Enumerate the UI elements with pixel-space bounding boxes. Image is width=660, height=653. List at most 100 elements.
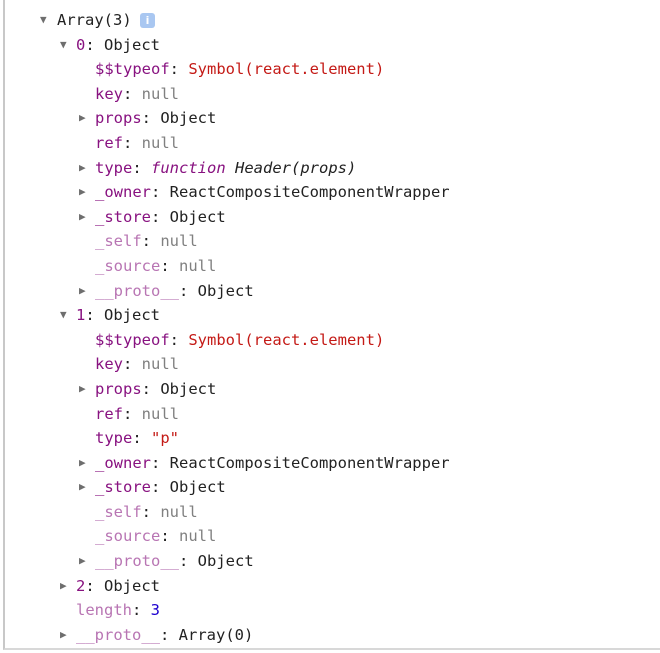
property: _owner: ReactCompositeComponentWrapper (95, 180, 450, 205)
collapsed-triangle-icon[interactable]: ▶ (79, 209, 86, 223)
property-key: _owner (95, 453, 151, 472)
collapsed-triangle-icon[interactable]: ▶ (79, 185, 86, 199)
property: _source: null (95, 524, 216, 549)
separator: : (169, 330, 189, 349)
property-value: "p" (151, 429, 179, 448)
separator: : (151, 453, 170, 472)
property: length: 3 (76, 598, 160, 623)
property-value: null (179, 527, 217, 546)
collapsed-triangle-icon[interactable]: ▶ (79, 480, 86, 494)
property: type: "p" (95, 426, 179, 451)
property-value: null (141, 84, 179, 103)
property-key: ref (95, 133, 123, 152)
property-value: Object (197, 552, 254, 571)
separator: : (85, 306, 105, 325)
property-key: _source (95, 527, 161, 546)
property: 1: Object (76, 303, 160, 328)
property-value: Object (169, 207, 226, 226)
property-value: Object (104, 306, 161, 325)
property-value: Object (104, 35, 161, 54)
property-key: props (95, 379, 142, 398)
property-key: _store (95, 207, 151, 226)
property-value: ReactCompositeComponentWrapper (169, 183, 450, 202)
property-value: Object (160, 109, 217, 128)
property-value: 3 (150, 601, 161, 620)
collapsed-triangle-icon[interactable]: ▶ (79, 554, 86, 568)
property-key: $$typeof (95, 60, 170, 79)
separator: : (85, 576, 105, 595)
property-key: type (95, 429, 133, 448)
separator: : (123, 355, 142, 374)
property-value: Symbol(react.element) (188, 330, 385, 349)
property-key: ref (95, 404, 123, 423)
property-value: ReactCompositeComponentWrapper (169, 453, 450, 472)
function-signature: Header(props) (235, 158, 357, 177)
function-keyword: function (151, 158, 226, 177)
separator: : (179, 552, 198, 571)
property: _self: null (95, 500, 198, 525)
collapsed-triangle-icon[interactable]: ▶ (79, 381, 86, 395)
array-label: Array(3) (57, 11, 132, 29)
collapsed-triangle-icon[interactable]: ▶ (79, 160, 86, 174)
property-value: Object (104, 576, 161, 595)
separator: : (123, 404, 142, 423)
expanded-triangle-icon[interactable]: ▼ (40, 13, 47, 26)
property: 0: Object (76, 33, 160, 58)
property-key: _store (95, 478, 151, 497)
property-key: _owner (95, 183, 151, 202)
property: props: Object (95, 106, 216, 131)
property-value: function Header(props) (151, 159, 356, 177)
separator: : (141, 109, 161, 128)
expanded-triangle-icon[interactable]: ▼ (60, 308, 67, 322)
property-key: 1 (76, 306, 86, 325)
separator: : (141, 232, 161, 251)
property-value: null (141, 133, 179, 152)
separator: : (123, 133, 142, 152)
property-value: Object (160, 379, 217, 398)
separator: : (151, 183, 170, 202)
property-key: _source (95, 256, 161, 275)
property: ref: null (95, 402, 179, 427)
collapsed-triangle-icon[interactable]: ▶ (60, 627, 67, 641)
info-icon[interactable]: i (140, 13, 155, 28)
property-value: Symbol(react.element) (188, 60, 385, 79)
collapsed-triangle-icon[interactable]: ▶ (79, 455, 86, 469)
property: __proto__: Array(0) (76, 623, 253, 648)
collapsed-triangle-icon[interactable]: ▶ (79, 283, 86, 297)
separator: : (169, 60, 189, 79)
collapsed-triangle-icon[interactable]: ▶ (79, 111, 86, 125)
separator: : (132, 429, 151, 448)
property-key: 0 (76, 35, 86, 54)
collapsed-triangle-icon[interactable]: ▶ (60, 578, 67, 592)
separator: : (85, 35, 105, 54)
property-key: __proto__ (76, 625, 160, 644)
separator: : (160, 527, 179, 546)
property-value: Object (169, 478, 226, 497)
property-value: null (160, 502, 198, 521)
property-value: null (141, 355, 179, 374)
separator: : (132, 158, 151, 177)
property-value: null (141, 404, 179, 423)
property: key: null (95, 82, 179, 107)
separator: : (151, 478, 170, 497)
property: $$typeof: Symbol(react.element) (95, 328, 384, 353)
property: _source: null (95, 254, 216, 279)
property-key: $$typeof (95, 330, 170, 349)
separator: : (141, 502, 161, 521)
property-key: props (95, 109, 142, 128)
property-key: length (76, 601, 132, 620)
separator: : (141, 379, 161, 398)
property-key: 2 (76, 576, 86, 595)
property: props: Object (95, 377, 216, 402)
property-value: Object (197, 281, 254, 300)
property-value: null (160, 232, 198, 251)
separator: : (160, 625, 179, 644)
expanded-triangle-icon[interactable]: ▼ (60, 37, 67, 51)
property-key: _self (95, 502, 142, 521)
property: _store: Object (95, 475, 226, 500)
property: type: function Header(props) (95, 156, 356, 181)
separator: : (123, 84, 142, 103)
property: _owner: ReactCompositeComponentWrapper (95, 451, 450, 476)
console-panel (3, 0, 660, 650)
property: $$typeof: Symbol(react.element) (95, 57, 384, 82)
